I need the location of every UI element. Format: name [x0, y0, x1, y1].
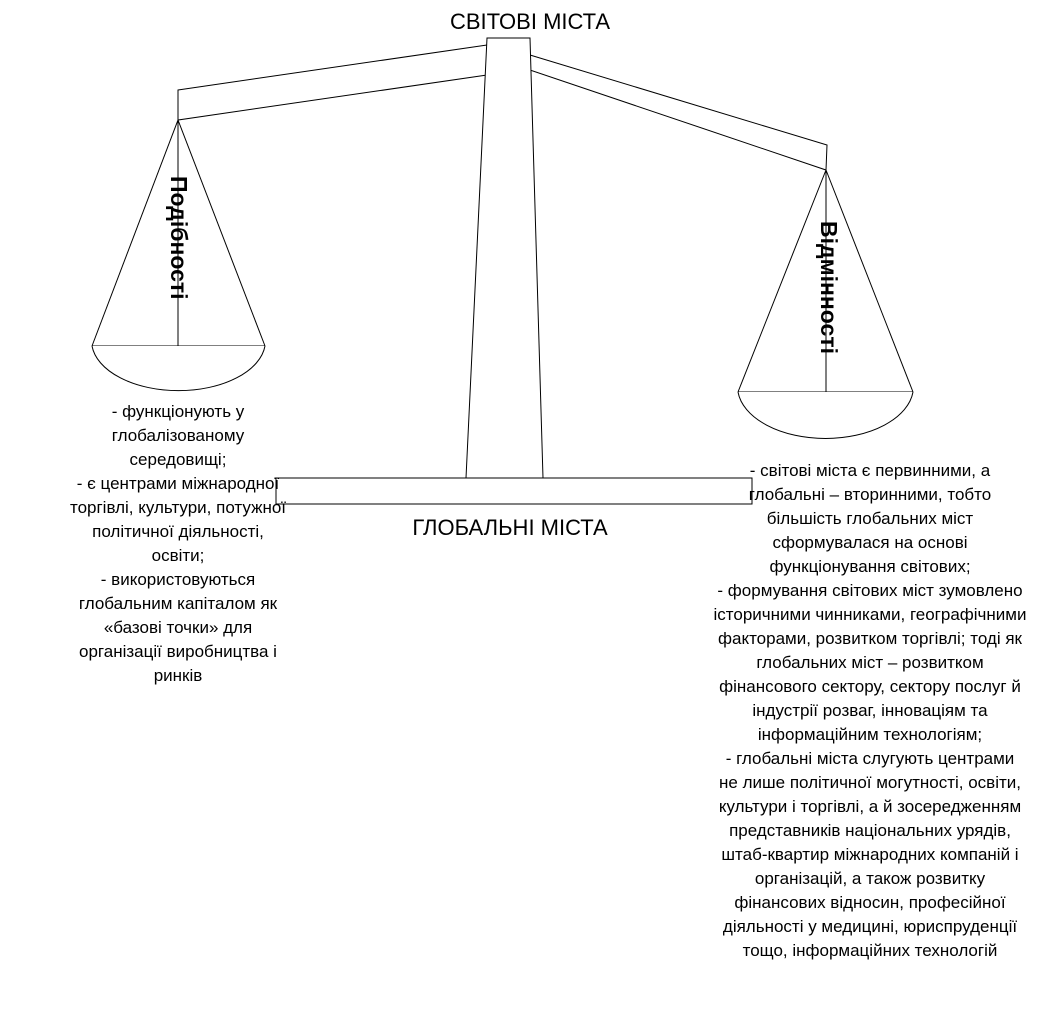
list-item: більшість глобальних міст: [766, 509, 974, 528]
list-item: - світові міста є первинними, а: [749, 461, 991, 480]
list-item: освіти;: [151, 546, 205, 565]
list-item: сформувалася на основі: [772, 533, 968, 552]
list-item: фінансового сектору, сектору послуг й: [719, 677, 1021, 696]
list-item: діяльності у медицині, юриспруденції: [722, 917, 1018, 936]
list-item: середовищі;: [129, 450, 227, 469]
list-item: фінансових відносин, професійної: [734, 893, 1006, 912]
differences-label: Відмінності: [816, 221, 842, 354]
list-item: глобалізованому: [111, 426, 245, 445]
list-item: «базові точки» для: [103, 618, 253, 637]
list-item: історичними чинниками, географічними: [713, 605, 1027, 624]
list-item: - використовуються: [100, 570, 256, 589]
right-pan: [737, 169, 914, 439]
list-item: не лише політичної могутності, освіти,: [719, 773, 1021, 792]
list-item: глобальні – вторинними, тобто: [748, 485, 992, 504]
list-item: культури і торгівлі, а й зосередженням: [718, 797, 1022, 816]
list-item: ринків: [153, 666, 203, 685]
list-item: глобальним капіталом як: [78, 594, 278, 613]
list-item: - функціонують у: [111, 402, 245, 421]
list-item: штаб-квартир міжнародних компаній і: [721, 845, 1019, 864]
list-item: - глобальні міста слугують центрами: [725, 749, 1015, 768]
list-item: глобальних міст – розвитком: [756, 653, 984, 672]
similarities-label: Подібності: [166, 176, 192, 300]
list-item: інформаційним технологіям;: [757, 725, 983, 744]
list-item: організацій, а також розвитку: [754, 869, 986, 888]
list-item: тощо, інформаційних технологій: [742, 941, 998, 960]
list-item: торгівлі, культури, потужної: [69, 498, 287, 517]
list-item: індустрії розваг, інноваціям та: [752, 701, 988, 720]
list-item: факторами, розвитком торгівлі; тоді як: [718, 629, 1022, 648]
list-item: представників національних урядів,: [729, 821, 1011, 840]
similarities-list: - функціонують у глобалізованому середов…: [0, 400, 356, 688]
left-pan: [91, 119, 266, 392]
list-item: - формування світових міст зумовлено: [717, 581, 1023, 600]
list-item: функціонування світових;: [769, 557, 971, 576]
scale-column: [465, 37, 544, 479]
list-item: - є центрами міжнародної: [76, 474, 280, 493]
global-cities-title: ГЛОБАЛЬНІ МІСТА: [412, 515, 608, 540]
scale-base: [275, 477, 753, 505]
list-item: організації виробництва і: [79, 642, 277, 661]
list-item: політичної діяльності,: [92, 522, 264, 541]
differences-list: - світові міста є первинними, а глобальн…: [684, 459, 1056, 963]
world-cities-title: СВІТОВІ МІСТА: [449, 9, 611, 34]
